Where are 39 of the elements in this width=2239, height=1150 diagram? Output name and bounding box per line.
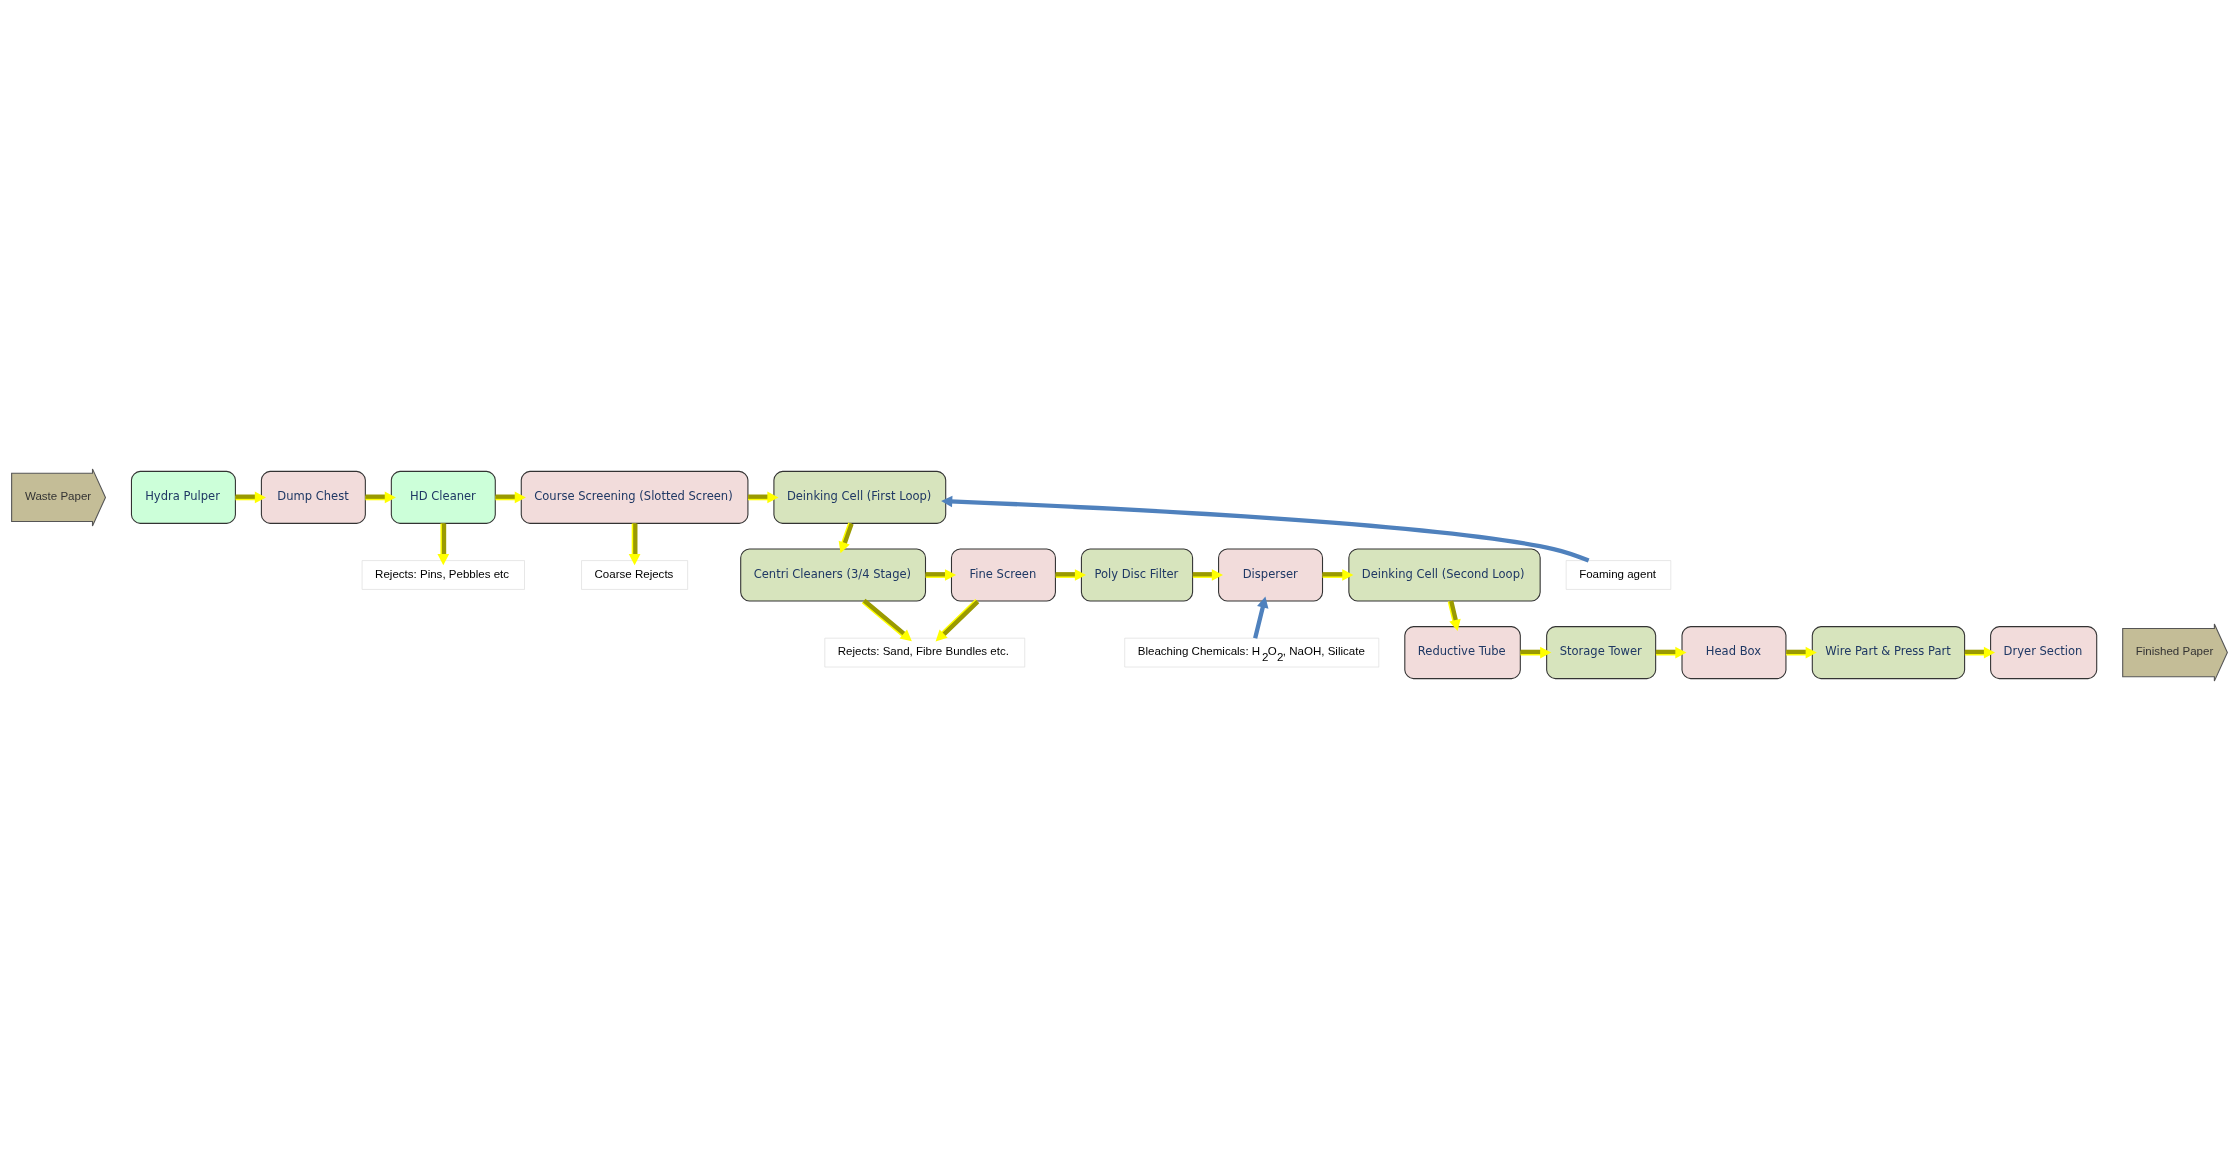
node-box: Hydra Pulper <box>130 470 236 524</box>
node-box: Fine Screen <box>950 548 1056 602</box>
arrow <box>1786 646 1817 659</box>
arrow <box>838 522 854 554</box>
arrow <box>1655 646 1687 659</box>
arrow <box>1447 600 1461 631</box>
arrow <box>861 598 912 642</box>
node-box: Wire Part & Press Part <box>1811 626 1966 680</box>
arrow <box>437 523 450 566</box>
arrow <box>941 495 1590 563</box>
node-box: Disperser <box>1218 548 1324 602</box>
node-box: Dryer Section <box>1990 626 2098 680</box>
arrow <box>1055 569 1087 581</box>
node-box: Foaming agent <box>1565 560 1672 590</box>
node-box: Coarse Rejects <box>581 560 688 590</box>
node-box: Rejects: Sand, Fibre Bundles etc. <box>824 637 1026 668</box>
arrow <box>1964 646 1996 659</box>
node-box: Head Box <box>1681 626 1787 680</box>
arrow <box>628 523 641 566</box>
arrow <box>235 491 266 504</box>
node-box: Course Screening (Slotted Screen) <box>520 470 749 524</box>
node-box: Dump Chest <box>260 470 366 524</box>
arrow <box>1253 596 1269 639</box>
arrow <box>495 491 526 504</box>
arrow <box>935 599 980 642</box>
arrow <box>748 491 779 504</box>
node-box: HD Cleaner <box>390 470 496 524</box>
arrow <box>1520 646 1552 659</box>
node-box: Deinking Cell (Second Loop) <box>1348 548 1541 602</box>
arrow <box>925 569 957 581</box>
node-box: Storage Tower <box>1546 626 1657 680</box>
arrow <box>1322 569 1354 581</box>
node-box: Deinking Cell (First Loop) <box>773 470 947 524</box>
node-box: Poly Disc Filter <box>1080 548 1194 602</box>
arrow <box>365 491 396 504</box>
arrow <box>1192 569 1223 581</box>
node-box: Centri Cleaners (3/4 Stage) <box>740 548 927 602</box>
node-box: Rejects: Pins, Pebbles etc <box>361 560 525 590</box>
node-box: Reductive Tube <box>1404 626 1521 680</box>
